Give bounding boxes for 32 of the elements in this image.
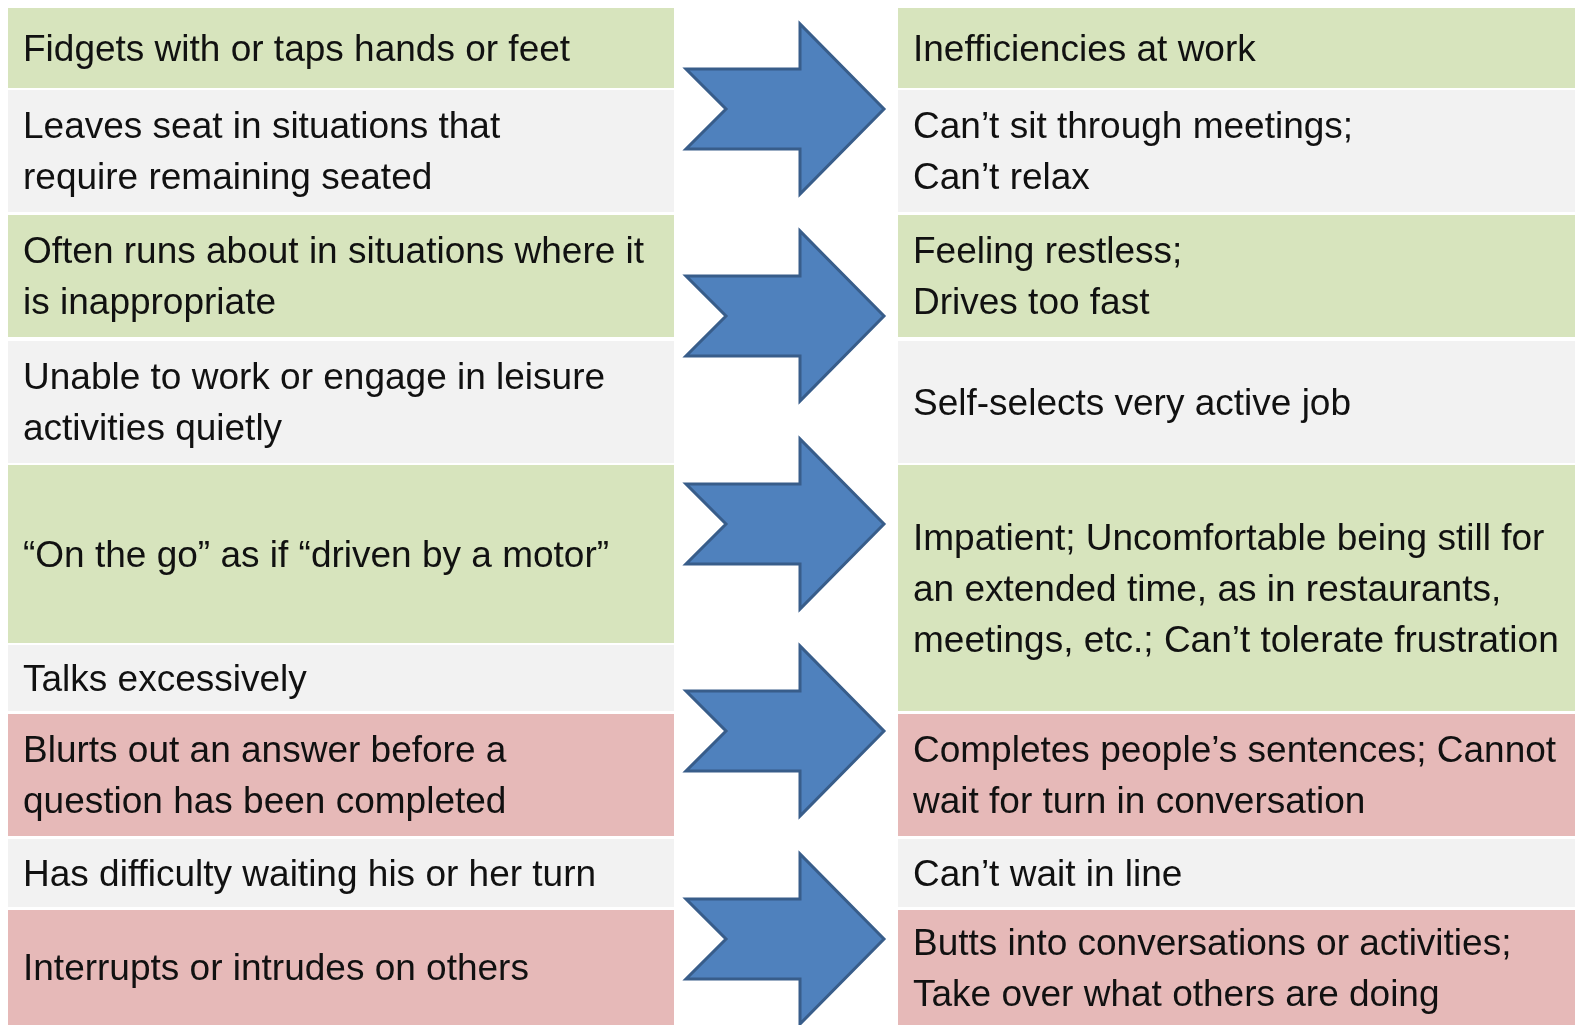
cell-text: Unable to work or engage in leisure activities quietly (23, 355, 607, 450)
block-arrow (682, 227, 887, 405)
cell-text: Blurts out an answer before a question has been completed (23, 728, 508, 823)
table-cell (8, 714, 674, 836)
block-arrow (682, 435, 887, 613)
cell-text: Completes people’s sentences; Cannot wait for turn in conversation (913, 728, 1558, 823)
cell-text: Talks excessively (23, 656, 307, 701)
table-cell (8, 215, 674, 337)
table-cell (898, 8, 1575, 88)
cell-text: Can’t wait in line (913, 851, 1183, 896)
table-cell (8, 8, 674, 88)
cell-text: Has difficulty waiting his or her turn (23, 851, 597, 896)
block-arrow (682, 20, 887, 198)
table-cell (8, 465, 674, 643)
cell-text: Feeling restless; Drives too fast (913, 229, 1184, 324)
table-cell (8, 910, 674, 1025)
block-arrow (682, 642, 887, 820)
cell-text: Fidgets with or taps hands or feet (23, 26, 571, 71)
cell-text: “On the go” as if “driven by a motor” (23, 532, 610, 577)
table-cell (898, 714, 1575, 836)
cell-text: Often runs about in situations where it is inappropriate (23, 229, 646, 324)
cell-text: Interrupts or intrudes on others (23, 946, 529, 990)
cell-text: Self-selects very active job (913, 380, 1351, 425)
cell-text: Can’t sit through meetings; Can’t relax (913, 104, 1355, 199)
cell-text: Impatient; Uncomfortable being still for an extended time, as in restaurants, meetings, etc.; Can’t tolerate frustration (913, 515, 1560, 662)
table-cell (898, 215, 1575, 337)
block-arrow (682, 850, 887, 1025)
cell-text: Leaves seat in situations that require remaining seated (23, 104, 502, 199)
table-cell (898, 910, 1575, 1025)
table-cell (898, 465, 1575, 711)
cell-text: Inefficiencies at work (913, 26, 1256, 71)
cell-text: Butts into conversations or activities; Take over what others are doing (913, 920, 1513, 1016)
